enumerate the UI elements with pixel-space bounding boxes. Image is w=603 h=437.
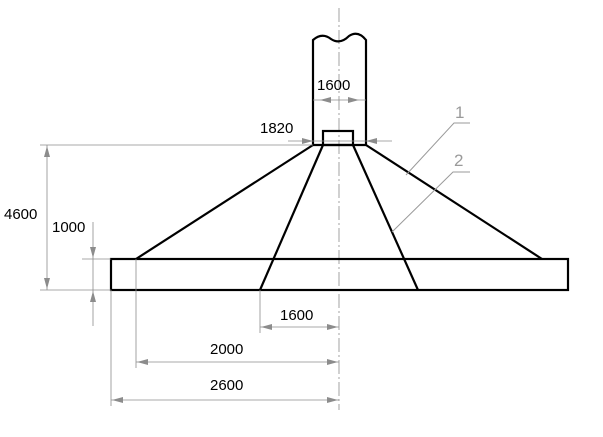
dim-column-width: 1600 [313,77,366,103]
leader-1: 1 [405,103,470,176]
leader-2-label: 2 [454,151,463,170]
dim-slab-thickness: 1000 [52,219,111,326]
outer-slope-left [135,144,314,260]
dim-total-height-label: 4600 [4,206,37,223]
dim-mid-span-label: 2000 [210,341,243,358]
dim-slab-thickness-label: 1000 [52,219,85,236]
dim-column-width-label: 1600 [317,77,350,94]
base-slab [109,257,570,292]
outer-slope-right [365,144,543,260]
dim-outer-span-label: 2600 [210,377,243,394]
leader-1-label: 1 [455,103,464,122]
inner-strut-right [351,144,420,291]
dim-outer-span: 2600 [110,290,339,406]
inner-strut-left [258,144,325,291]
dim-inner-span-label: 1600 [280,307,313,324]
cap-block [321,129,355,147]
dim-total-height: 4600 [4,144,313,291]
dim-inner-span: 1600 [259,290,339,333]
column-outline [311,32,368,145]
dim-cap-width: 1820 [260,120,392,144]
dim-cap-width-label: 1820 [260,120,293,137]
leader-2: 2 [391,151,470,233]
dim-mid-span: 2000 [135,259,339,368]
